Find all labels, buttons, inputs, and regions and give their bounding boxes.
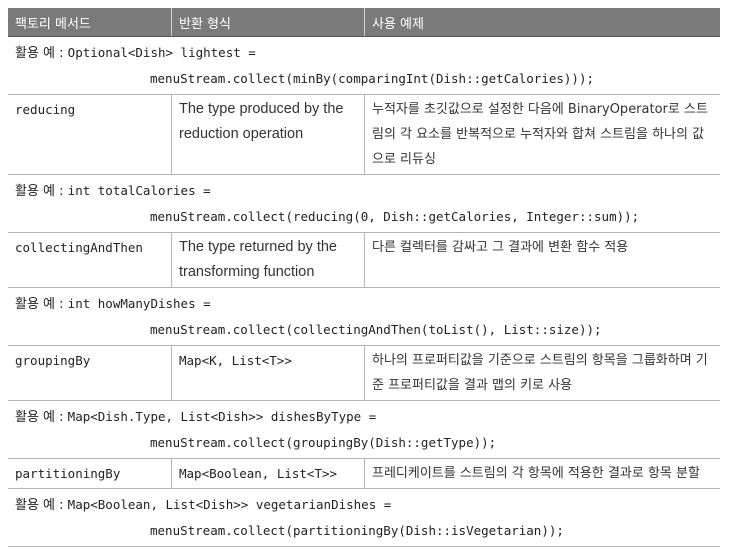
example-label: 활용 예 : [15,498,68,513]
header-factory-method: 팩토리 메서드 [15,16,91,32]
description: 누적자를 초깃값으로 설정한 다음에 BinaryOperator로 스트림의 … [364,95,720,174]
method-row-reducing: reducing The type produced by the reduct… [8,95,720,175]
return-type: Map<K, List<T>> [171,346,364,400]
method-name: reducing [15,102,76,117]
example-line-2: menuStream.collect(collectingAndThen(toL… [150,322,602,337]
example-label: 활용 예 : [15,297,68,312]
description: 다른 컬렉터를 감싸고 그 결과에 변환 함수 적용 [364,233,720,287]
description: 프레디케이트를 스트림의 각 항목에 적용한 결과로 항목 분할 [364,459,720,488]
method-name: partitioningBy [15,466,121,481]
example-line-1: int howManyDishes = [67,296,211,311]
example-line-2: menuStream.collect(partitioningBy(Dish::… [150,523,564,538]
return-type: The type produced by the reduction opera… [171,95,364,174]
method-row-partitioningby: partitioningBy Map<Boolean, List<T>> 프레디… [8,459,720,489]
example-line-2: menuStream.collect(groupingBy(Dish::getT… [150,435,497,450]
return-type: Map<Boolean, List<T>> [171,459,364,488]
example-line-2: menuStream.collect(reducing(0, Dish::get… [150,209,640,224]
example-row-groupingby: 활용 예 : Map<Dish.Type, List<Dish>> dishes… [8,401,720,459]
example-label: 활용 예 : [15,410,68,425]
example-row-partitioningby: 활용 예 : Map<Boolean, List<Dish>> vegetari… [8,489,720,547]
example-row-collectingandthen: 활용 예 : int howManyDishes = menuStream.co… [8,288,720,346]
header-return-type: 반환 형식 [171,8,364,36]
example-line-1: Map<Boolean, List<Dish>> vegetarianDishe… [67,497,392,512]
method-row-groupingby: groupingBy Map<K, List<T>> 하나의 프로퍼티값을 기준… [8,346,720,401]
example-label: 활용 예 : [15,46,68,61]
collector-table: 팩토리 메서드 반환 형식 사용 예제 활용 예 : Optional<Dish… [8,8,720,547]
example-line-1: int totalCalories = [67,183,211,198]
method-row-collectingandthen: collectingAndThen The type returned by t… [8,233,720,288]
example-line-1: Optional<Dish> lightest = [67,45,256,60]
example-line-2: menuStream.collect(minBy(comparingInt(Di… [150,71,595,86]
example-label: 활용 예 : [15,184,68,199]
method-name: groupingBy [15,353,91,368]
description: 하나의 프로퍼티값을 기준으로 스트림의 항목을 그룹화하며 기준 프로퍼티값을… [364,346,720,400]
method-name: collectingAndThen [15,240,143,255]
example-line-1: Map<Dish.Type, List<Dish>> dishesByType … [67,409,377,424]
table-header: 팩토리 메서드 반환 형식 사용 예제 [8,8,720,37]
return-type: The type returned by the transforming fu… [171,233,364,287]
header-usage-example: 사용 예제 [364,8,720,36]
example-row-minby: 활용 예 : Optional<Dish> lightest = menuStr… [8,37,720,95]
example-row-reducing: 활용 예 : int totalCalories = menuStream.co… [8,175,720,233]
